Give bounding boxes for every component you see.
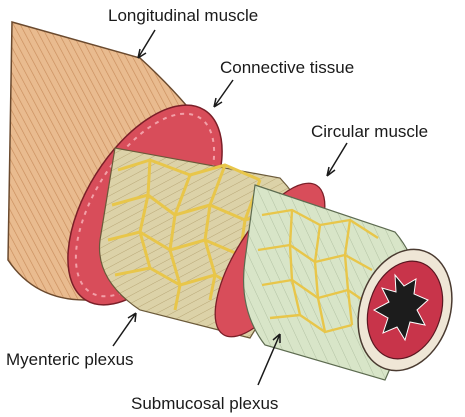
arrow-myenteric [113, 313, 136, 346]
arrow-connective [214, 80, 233, 107]
arrow-longitudinal [138, 30, 155, 58]
label-connective-tissue: Connective tissue [220, 59, 354, 76]
label-submucosal-plexus: Submucosal plexus [131, 395, 278, 412]
arrow-circular [327, 143, 347, 176]
label-longitudinal-muscle: Longitudinal muscle [108, 7, 258, 24]
label-myenteric-plexus: Myenteric plexus [6, 351, 134, 368]
label-circular-muscle: Circular muscle [311, 123, 428, 140]
